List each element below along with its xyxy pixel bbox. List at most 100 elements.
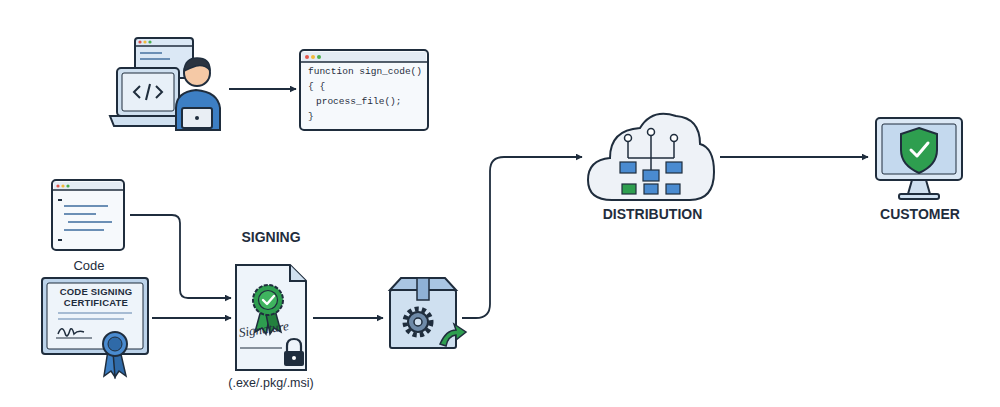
lock-body xyxy=(284,351,304,366)
server-block xyxy=(622,184,636,194)
flow-connector xyxy=(130,215,231,298)
monitor-screen xyxy=(882,124,956,174)
person-hair xyxy=(184,58,210,71)
flow-connector xyxy=(152,317,231,319)
check-mark xyxy=(911,143,928,156)
document-fold xyxy=(290,265,306,281)
cloud-shape xyxy=(588,114,714,200)
window-dot xyxy=(148,40,151,43)
node-label: (.exe/.pkg/.msi) xyxy=(201,376,341,391)
code-line xyxy=(58,239,62,241)
signature-scribble xyxy=(58,329,84,336)
circuit-line xyxy=(627,140,629,158)
text-line xyxy=(58,318,124,320)
window-dot xyxy=(305,55,309,59)
gear xyxy=(408,312,428,332)
monitor-base xyxy=(899,194,939,199)
code-line xyxy=(64,213,96,215)
code-window: function sign_code(){ {process_file();} xyxy=(300,50,428,130)
code-line-text: function sign_code() xyxy=(308,66,422,77)
code-icon: Code xyxy=(48,178,130,273)
circuit-node xyxy=(648,129,655,136)
laptop-logo xyxy=(195,116,199,120)
circuit-node xyxy=(671,135,678,142)
window-frame xyxy=(300,50,428,130)
window-bar xyxy=(54,182,122,190)
server-block xyxy=(644,184,658,194)
code-symbol xyxy=(156,86,162,98)
node-heading: SIGNING xyxy=(211,229,331,246)
node-heading: DISTRIBUTION xyxy=(575,206,730,223)
person-body xyxy=(176,90,220,130)
medal-center xyxy=(108,337,122,351)
code-window xyxy=(300,50,428,130)
monitor-stand xyxy=(908,180,930,194)
code-line-text: process_file(); xyxy=(316,96,402,107)
server-block xyxy=(666,162,682,173)
laptop-base xyxy=(110,116,186,126)
window-dot xyxy=(317,55,321,59)
signed-file-illustration xyxy=(236,265,306,370)
code-symbol xyxy=(146,84,150,100)
text-line xyxy=(58,312,132,314)
circuit-node xyxy=(625,135,632,142)
code-line xyxy=(140,58,170,60)
verification-badge xyxy=(253,285,283,315)
cloud-illustration xyxy=(588,114,714,200)
signature-line xyxy=(240,348,282,349)
flow-connector xyxy=(720,156,868,158)
small-laptop xyxy=(182,108,212,128)
circuit-line xyxy=(673,140,675,158)
server-block xyxy=(643,170,659,181)
lock-keyhole xyxy=(292,356,296,360)
window-bar-line xyxy=(52,189,124,191)
laptop-display xyxy=(122,73,174,111)
server-block xyxy=(620,162,636,173)
signature-line xyxy=(56,338,92,339)
update-arrow xyxy=(440,324,466,346)
flow-arrow xyxy=(313,317,383,319)
certificate-illustration xyxy=(42,278,148,377)
window-dot xyxy=(61,184,64,187)
window-dot xyxy=(311,55,315,59)
node-label: Code xyxy=(48,258,130,274)
gear-hub xyxy=(414,318,422,326)
customer-monitor: CUSTOMER xyxy=(868,112,972,224)
signed-file: SIGNINGSignature(.exe/.pkg/.msi) xyxy=(231,226,311,398)
flow-arrow xyxy=(462,157,582,318)
code-line xyxy=(58,199,62,201)
developer-illustration xyxy=(110,38,220,130)
server-block xyxy=(666,184,680,194)
window-bar-line xyxy=(300,61,428,63)
monitor-illustration xyxy=(876,118,962,199)
window-bar xyxy=(302,52,426,62)
flow-arrow xyxy=(229,88,296,90)
code-symbol xyxy=(134,86,140,98)
certificate-paper xyxy=(47,283,143,349)
certificate: CODE SIGNING CERTIFICATE xyxy=(40,276,152,376)
medal xyxy=(103,332,127,356)
code-icon xyxy=(52,180,124,250)
node-label: CODE SIGNING CERTIFICATE xyxy=(51,286,141,309)
circuit-line xyxy=(628,157,674,159)
gear-teeth xyxy=(405,309,431,335)
distribution-cloud: DISTRIBUTION xyxy=(585,112,720,224)
window-frame xyxy=(52,180,124,250)
node-heading: CUSTOMER xyxy=(858,206,982,223)
package-illustration xyxy=(390,278,466,348)
code-line xyxy=(64,229,104,231)
window-dot xyxy=(138,40,141,43)
signature-text: Signature xyxy=(238,318,290,340)
package-tape xyxy=(417,278,429,300)
circuit-line xyxy=(650,134,652,170)
code-line xyxy=(64,205,108,207)
code-line xyxy=(140,52,162,54)
monitor-frame xyxy=(876,118,962,180)
window-dot xyxy=(66,184,69,187)
document-shape xyxy=(236,265,306,370)
window-bar xyxy=(135,45,193,47)
code-line-text: { { xyxy=(308,81,325,92)
